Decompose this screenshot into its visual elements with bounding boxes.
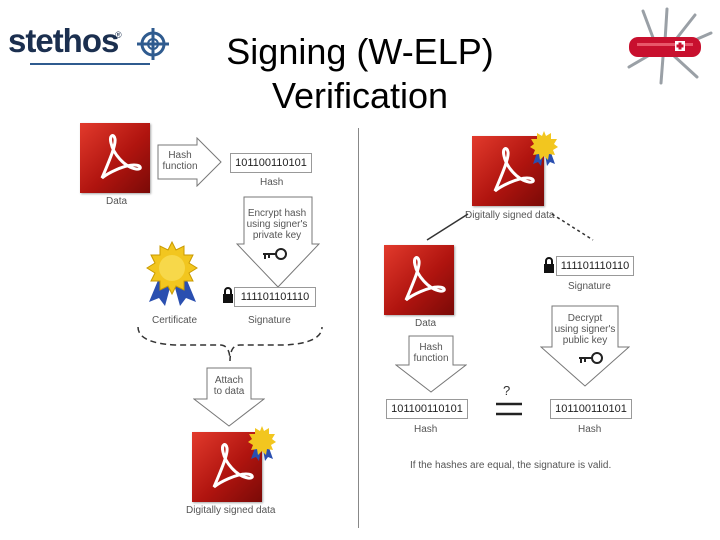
- verify-hash-right-box: 101100110101: [550, 399, 632, 419]
- question-mark: ?: [503, 383, 511, 398]
- decrypt-line3: public key: [562, 335, 608, 346]
- attach-label: Attach to data: [204, 375, 254, 397]
- verify-signature-value-box: 111101110110: [556, 256, 634, 276]
- attach-line2: to data: [213, 386, 245, 397]
- verify-data-label: Data: [415, 318, 437, 329]
- small-seal-icon: [248, 426, 276, 461]
- signature-label: Signature: [248, 315, 291, 326]
- decrypt-line1: Decrypt: [567, 313, 603, 324]
- key-icon: [263, 248, 287, 260]
- verify-small-seal-icon: [530, 131, 558, 166]
- attach-arrow: [193, 367, 265, 427]
- logo-registered-mark: ®: [115, 30, 122, 40]
- hash-label: Hash: [260, 177, 284, 188]
- hash-function-arrow: [157, 137, 222, 187]
- pdf-document-icon: [80, 123, 150, 193]
- signature-value-box: 111101101110: [234, 287, 316, 307]
- hash-function-line2: function: [162, 161, 198, 172]
- equals-sign: [496, 402, 522, 416]
- grouping-brace: [137, 326, 323, 362]
- slide-title-line1: Signing (W-ELP): [226, 31, 494, 72]
- digitally-signed-label: Digitally signed data: [186, 505, 276, 516]
- encrypt-line2: using signer's: [246, 219, 308, 230]
- certificate-label: Certificate: [152, 315, 198, 326]
- data-label: Data: [106, 196, 128, 207]
- swiss-army-knife-image: [627, 7, 713, 85]
- verify-hash-function-label: Hash function: [406, 342, 456, 364]
- crosshair-logo-icon: [137, 28, 169, 60]
- verify-digitally-signed-label: Digitally signed data: [465, 210, 555, 221]
- attach-line1: Attach: [214, 375, 244, 386]
- verify-lock-icon: [544, 257, 554, 273]
- verify-data-pdf-icon: [384, 245, 454, 315]
- verify-signature-label: Signature: [568, 281, 611, 292]
- hash-function-label: Hash function: [160, 150, 200, 172]
- public-key-icon: [579, 352, 603, 364]
- verify-hash-function-line1: Hash: [419, 342, 443, 353]
- verify-hash-left-label: Hash: [414, 424, 438, 435]
- verify-hash-function-line2: function: [413, 353, 449, 364]
- signed-pdf-document-icon: [192, 432, 262, 502]
- hash-function-line1: Hash: [168, 150, 192, 161]
- verify-hash-left-box: 101100110101: [386, 399, 468, 419]
- split-line-left: [426, 213, 469, 241]
- certificate-seal-icon: [146, 240, 198, 306]
- section-divider: [358, 128, 359, 528]
- decrypt-line2: using signer's: [554, 324, 616, 335]
- slide-title: Signing (W-ELP) Verification: [190, 30, 530, 118]
- split-line-right: [551, 213, 594, 241]
- encrypt-arrow: [236, 196, 320, 288]
- encrypt-line1: Encrypt hash: [247, 208, 307, 219]
- decrypt-label: Decrypt using signer's public key: [548, 313, 622, 346]
- hash-value-box: 101100110101: [230, 153, 312, 173]
- slide-title-line2: Verification: [271, 75, 449, 116]
- logo-underline: [30, 63, 150, 65]
- decrypt-arrow: [540, 305, 630, 387]
- encrypt-line3: private key: [252, 230, 302, 241]
- logo-wordmark: stethos: [8, 22, 119, 59]
- verification-conclusion: If the hashes are equal, the signature i…: [410, 460, 612, 471]
- verify-hash-right-label: Hash: [578, 424, 602, 435]
- lock-icon: [223, 287, 233, 303]
- encrypt-label: Encrypt hash using signer's private key: [240, 208, 314, 241]
- verify-hash-function-arrow: [395, 335, 467, 393]
